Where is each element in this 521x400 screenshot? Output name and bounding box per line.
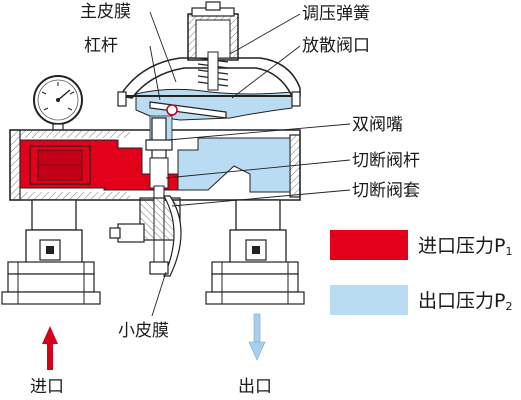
cutoff-assembly [109,195,182,277]
pressure-spring [197,51,229,91]
legend-outlet-label: 出口压力P2 [418,290,512,313]
legend-inlet-label: 进口压力P1 [418,235,512,258]
outlet-arrow [248,313,266,361]
label-main-diaphragm: 主皮膜 [80,2,131,22]
label-lever: 杠杆 [84,36,118,56]
inlet-arrow [42,326,58,370]
inlet-pressure-zone [19,139,179,191]
legend-outlet-swatch [330,285,408,315]
leader-lines [149,11,351,317]
label-cutoff-stem: 切断阀杆 [352,151,420,171]
outlet-pressure-zone [135,88,293,193]
label-outlet: 出口 [238,377,272,397]
outlet-flange [205,199,305,305]
label-cutoff-sleeve: 切断阀套 [352,181,420,201]
diaphragm-housing [117,57,301,107]
pressure-gauge [33,75,83,141]
label-relief-port: 放散阀口 [302,36,370,56]
label-pressure-spring: 调压弹簧 [302,4,370,24]
lever [149,101,227,119]
inlet-flange [1,199,101,305]
label-inlet: 进口 [30,377,64,397]
label-small-diaphragm: 小皮膜 [118,321,169,341]
spring-tower [187,1,239,61]
legend: 进口压力P1 出口压力P2 [330,230,512,315]
label-double-nozzle: 双阀嘴 [352,115,403,135]
legend-inlet-swatch [330,230,408,260]
